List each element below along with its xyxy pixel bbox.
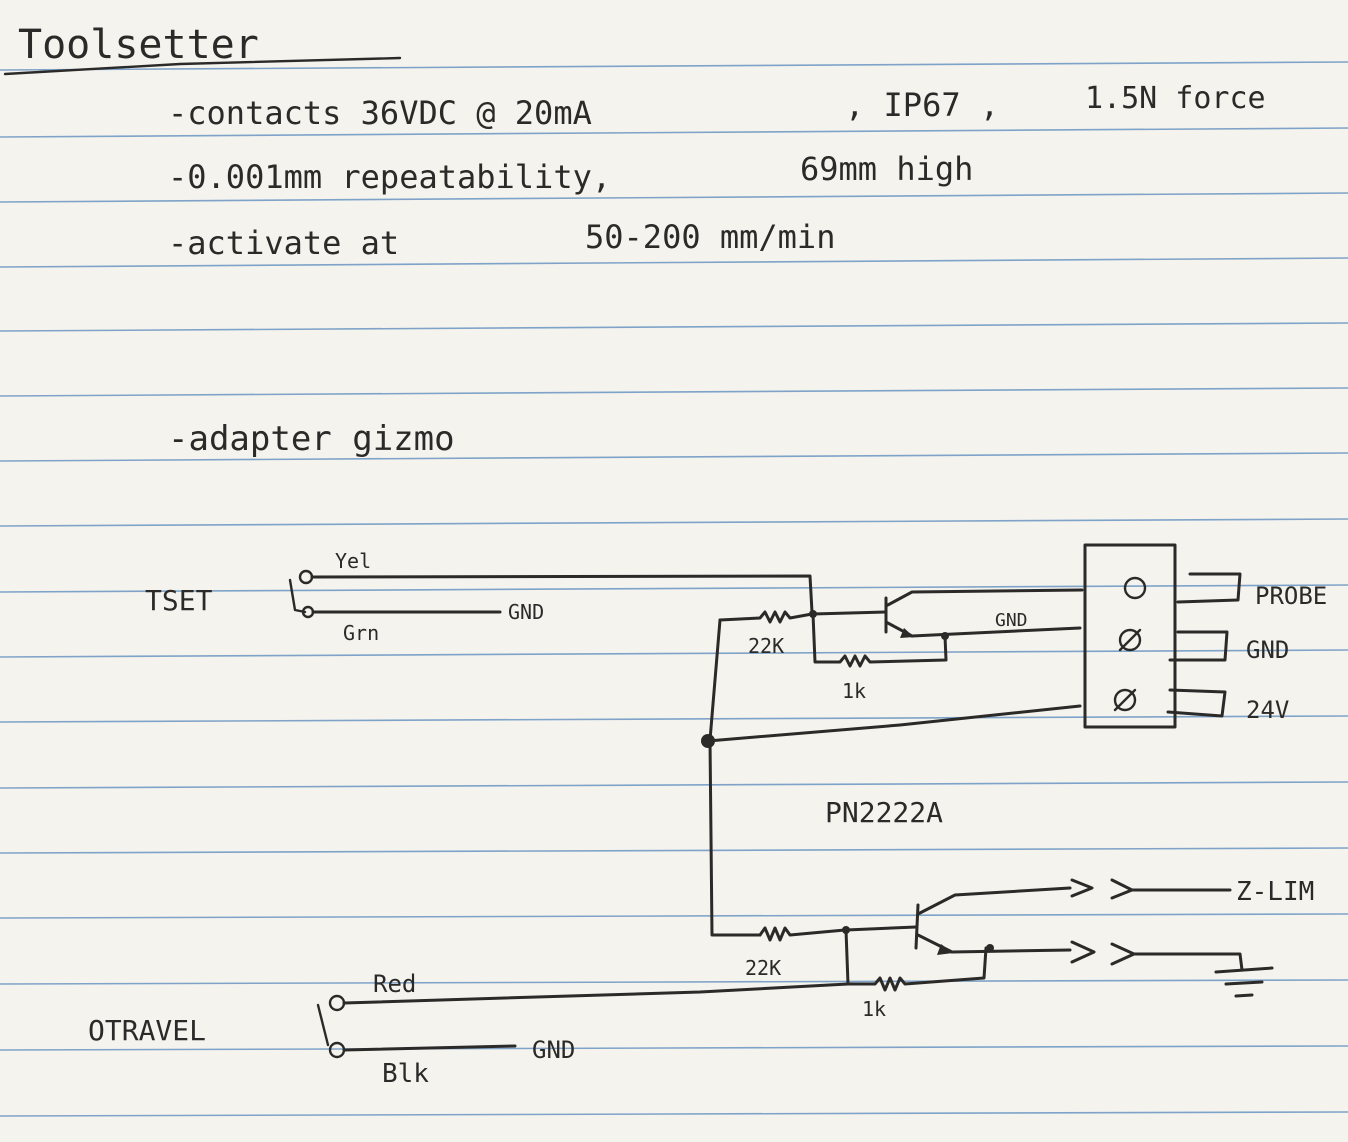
output-arrow-top-1 (1070, 878, 1094, 898)
gnd-wire-label: GND (995, 610, 1028, 631)
otravel-label: OTRAVEL (88, 1014, 206, 1047)
gnd-label-top: GND (508, 600, 544, 624)
transistor-label: PN2222A (825, 796, 943, 829)
connector-pin-probe (1123, 576, 1147, 600)
yel-wire-label: Yel (335, 549, 371, 573)
otravel-terminal-signal (328, 994, 346, 1012)
connector-lead-24v (1166, 688, 1227, 718)
ruled-lines (0, 61, 1348, 1117)
note-force: 1.5N force (1085, 81, 1266, 116)
output-arrow-bottom-2 (1110, 942, 1136, 966)
base-wire-top (811, 610, 888, 616)
resistor-1k-top (811, 612, 948, 668)
note-adapter: -adapter gizmo (168, 419, 455, 459)
note-repeatability: -0.001mm repeatability, (168, 158, 611, 196)
output-arrow-top-2 (1110, 878, 1134, 900)
connector-label-probe: PROBE (1255, 582, 1327, 610)
transistor-bottom-collector (916, 886, 1072, 916)
transistor-top-arrow (900, 628, 914, 638)
connector-pin-24v (1113, 688, 1137, 712)
resistor-22k-bottom (758, 926, 847, 942)
connector-label-gnd: GND (1246, 636, 1289, 664)
tset-terminal-signal (298, 569, 314, 585)
connector-lead-probe (1176, 572, 1242, 604)
emitter-wire-bottom (950, 948, 1072, 954)
yel-wire (310, 574, 814, 614)
resistor-1k-top-label: 1k (842, 679, 866, 703)
red-wire-label: Red (373, 970, 416, 998)
bus-left-vertical (708, 618, 762, 937)
note-activate: -activate at (168, 224, 399, 262)
wire-24v (706, 704, 1082, 743)
connector-label-24v: 24V (1246, 696, 1289, 724)
connector-pin-gnd (1118, 628, 1142, 652)
resistor-22k-top-label: 22K (748, 634, 784, 658)
resistor-1k-bottom-label: 1k (862, 997, 886, 1021)
tset-label: TSET (145, 584, 213, 617)
otravel-bracket (316, 1003, 330, 1047)
red-wire (342, 982, 850, 1005)
note-ip67: , IP67 , (845, 86, 999, 124)
connector-pin-24v-slash (1113, 688, 1137, 712)
output-label-zlim: Z-LIM (1236, 877, 1314, 907)
resistor-22k-top (718, 610, 814, 624)
blk-wire (342, 1044, 517, 1052)
note-speed: 50-200 mm/min (585, 218, 835, 256)
page-title: Toolsetter (18, 22, 259, 68)
resistor-22k-bottom-label: 22K (745, 956, 781, 980)
transistor-bottom-base-bar (914, 903, 920, 950)
node-bottom-emitter (986, 944, 994, 952)
tset-bracket (288, 578, 307, 614)
transistor-top-collector (884, 588, 1084, 608)
connector-block (1083, 543, 1177, 729)
emitter-gnd-wire-top (910, 626, 1082, 638)
note-contacts: -contacts 36VDC @ 20mA (168, 94, 592, 132)
base-wire-bottom (844, 925, 918, 932)
transistor-bottom-arrow (937, 944, 953, 955)
output-arrow-bottom-1 (1070, 940, 1096, 964)
output-wire-bottom (1132, 952, 1244, 972)
otravel-terminal-ground (328, 1041, 346, 1059)
title-underline (3, 56, 402, 76)
resistor-1k-bottom (844, 928, 988, 992)
note-height: 69mm high (800, 150, 973, 188)
ground-symbol-icon (1214, 966, 1274, 998)
gnd-label-bottom: GND (532, 1036, 575, 1064)
blk-wire-label: Blk (382, 1059, 429, 1089)
grn-wire-label: Grn (343, 621, 379, 645)
connector-lead-gnd (1168, 630, 1229, 662)
connector-pin-gnd-slash (1118, 628, 1142, 652)
